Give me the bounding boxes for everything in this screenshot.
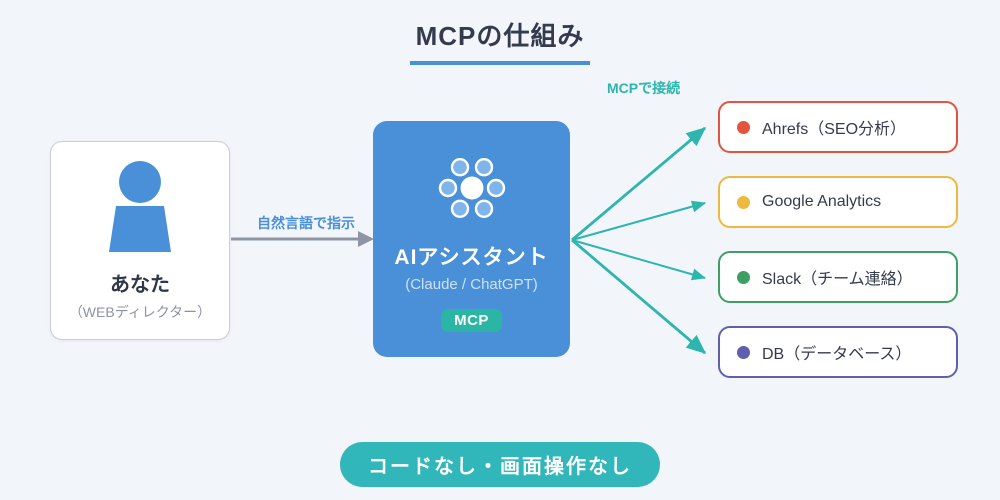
no-code-footer-badge: コードなし・画面操作なし [340,442,660,487]
page-title: MCPの仕組み [409,16,591,65]
service-dot [737,195,750,209]
user-node: あなた （WEBディレクター） [50,141,230,340]
natural-language-arrow-label: 自然言語で指示 [257,215,355,231]
service-node-slack: Slack（チーム連絡） [718,251,958,303]
service-dot [737,345,750,359]
user-role: （WEBディレクター） [68,303,212,320]
user-to-ai-arrow [231,231,374,247]
service-node-ahrefs: Ahrefs（SEO分析） [718,101,958,153]
service-label: Ahrefs（SEO分析） [762,121,907,138]
mcp-badge: MCP [441,308,502,332]
service-node-google-analytics: Google Analytics [718,176,958,228]
person-icon [109,160,171,252]
ai-subtitle: (Claude / ChatGPT) [405,275,538,293]
ai-to-services-arrows [571,126,707,355]
ai-assistant-node: AIアシスタント (Claude / ChatGPT) MCP [373,121,570,357]
service-label: Slack（チーム連絡） [762,271,913,288]
service-dot [737,270,750,284]
user-name: あなた [110,273,170,296]
service-label: Google Analytics [762,193,882,210]
ai-title: AIアシスタント [394,245,549,269]
service-label: DB（データベース） [762,346,912,363]
page-title-wrap: MCPの仕組み [0,16,1000,65]
mcp-connect-label: MCPで接続 [607,80,681,96]
ai-hub-icon [438,157,505,218]
service-node-db: DB（データベース） [718,326,958,378]
service-dot [737,120,750,134]
